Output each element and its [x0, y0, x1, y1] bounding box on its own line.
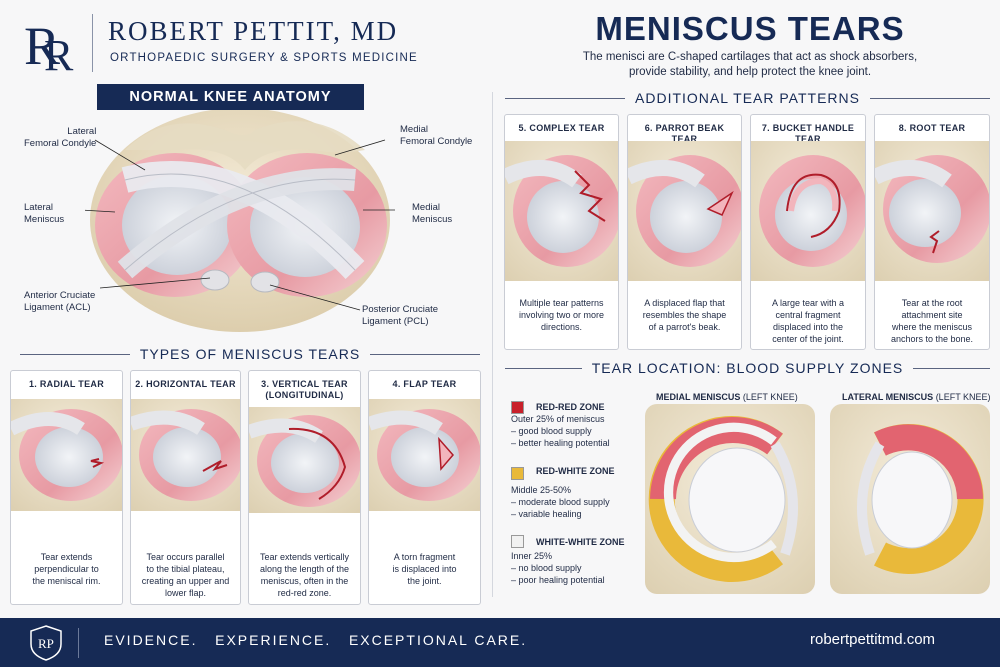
logo-divider: [92, 14, 93, 72]
card-title: 2. HORIZONTAL TEAR: [135, 379, 236, 389]
card-title: 4. FLAP TEAR: [392, 379, 457, 389]
flap-tear-image: [369, 399, 480, 511]
card-title: 8. ROOT TEAR: [898, 123, 966, 133]
medial-meniscus-zones-diagram: [645, 404, 815, 594]
red-white-title: RED-WHITE ZONE: [536, 466, 615, 476]
vertical-tear-image: [249, 407, 360, 513]
card-title: 3. VERTICAL TEAR(LONGITUDINAL): [261, 379, 348, 400]
footer-bar: [0, 618, 1000, 667]
page-description: The menisci are C-shaped cartilages that…: [582, 51, 918, 78]
red-red-swatch: [511, 401, 524, 414]
card-vertical-tear: 3. VERTICAL TEAR(LONGITUDINAL) Tear exte…: [248, 370, 361, 605]
svg-text:R: R: [24, 16, 60, 74]
card-title: 6. PARROT BEAK TEAR: [644, 123, 725, 144]
card-bucket-handle-tear: 7. BUCKET HANDLE TEAR A large tear with …: [750, 114, 866, 350]
additional-heading: ADDITIONAL TEAR PATTERNS: [505, 90, 990, 106]
card-title: 1. RADIAL TEAR: [28, 379, 105, 389]
parrot-beak-tear-image: [628, 141, 741, 281]
red-red-title: RED-RED ZONE: [536, 402, 605, 412]
red-white-details: Middle 25-50%– moderate blood supply– va…: [511, 485, 610, 519]
vertical-divider: [492, 92, 493, 597]
footer-shield-icon: RP: [28, 624, 64, 662]
brand-name: ROBERT PETTIT, MD: [108, 16, 399, 46]
brand-subtitle: ORTHOPAEDIC SURGERY & SPORTS MEDICINE: [110, 52, 418, 64]
white-white-swatch: [511, 535, 524, 548]
card-parrot-beak-tear: 6. PARROT BEAK TEAR A displaced flap tha…: [627, 114, 742, 350]
red-white-swatch: [511, 467, 524, 480]
normal-anatomy-banner: NORMAL KNEE ANATOMY: [97, 84, 364, 110]
white-white-title: WHITE-WHITE ZONE: [536, 537, 625, 547]
knee-anatomy-illustration: [79, 108, 395, 338]
lateral-meniscus-zones-diagram: [830, 404, 990, 594]
lateral-meniscus-title: LATERAL MENISCUS (LEFT KNEE): [842, 392, 991, 402]
white-white-details: Inner 25%– no blood supply– poor healing…: [511, 551, 605, 585]
footer-divider: [78, 628, 79, 658]
medial-meniscus-title: MEDIAL MENISCUS (LEFT KNEE): [656, 392, 798, 402]
card-title: 7. BUCKET HANDLE TEAR: [761, 123, 855, 144]
card-title: 5. COMPLEX TEAR: [518, 123, 605, 133]
svg-text:R: R: [44, 31, 74, 74]
horizontal-tear-image: [131, 399, 240, 511]
radial-tear-image: [11, 399, 122, 511]
red-red-details: Outer 25% of meniscus– good blood supply…: [511, 414, 610, 448]
types-heading: TYPES OF MENISCUS TEARS: [20, 346, 480, 362]
root-tear-image: [875, 141, 989, 281]
complex-tear-image: [505, 141, 618, 281]
bucket-handle-tear-image: [751, 141, 865, 281]
footer-website-link[interactable]: robertpettitmd.com: [810, 631, 936, 648]
brand-logo: R R: [22, 12, 82, 80]
zones-heading: TEAR LOCATION: BLOOD SUPPLY ZONES: [505, 360, 991, 376]
footer-tagline: EVIDENCE. EXPERIENCE. EXCEPTIONAL CARE.: [104, 632, 528, 648]
svg-text:RP: RP: [38, 636, 54, 651]
page-title: MENISCUS TEARS: [595, 10, 905, 47]
